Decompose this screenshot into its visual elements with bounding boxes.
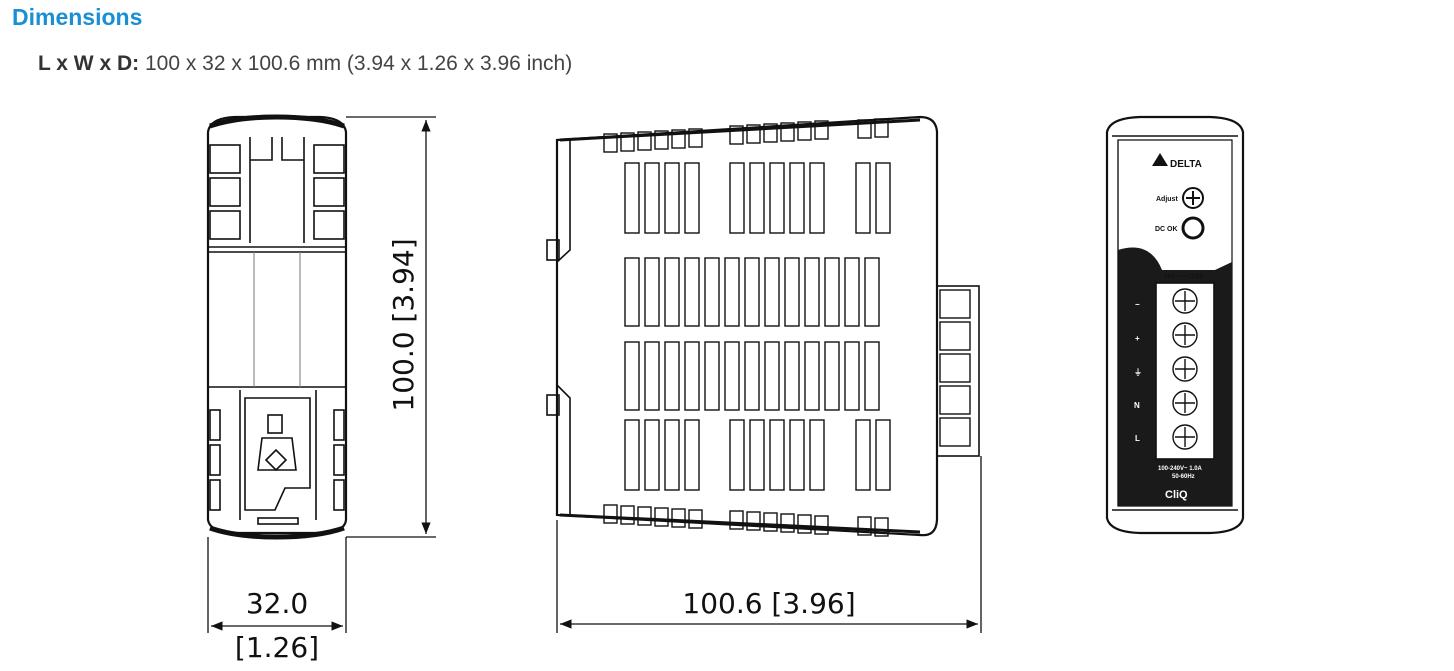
spec-value: 100 x 32 x 100.6 mm (3.94 x 1.26 x 3.96 … bbox=[144, 52, 573, 75]
vent-slots bbox=[624, 162, 891, 491]
output-rating: 12V ═══ 2.5A bbox=[1164, 274, 1204, 280]
dimension-spec: L x W x D: 100 x 32 x 100.6 mm (3.94 x 1… bbox=[38, 52, 572, 76]
dcok-label: DC OK bbox=[1155, 226, 1178, 233]
width-dimension-inch: [1.26] bbox=[235, 631, 319, 664]
adjust-label: Adjust bbox=[1156, 196, 1178, 203]
bottom-vent-row bbox=[603, 504, 889, 537]
width-dimension-mm: 32.0 bbox=[246, 587, 308, 620]
input-rating-line1: 100-240V~ 1.0A bbox=[1158, 466, 1203, 472]
depth-dimension-label: 100.6 [3.96] bbox=[682, 587, 855, 620]
height-dimension-label: 100.0 [3.94] bbox=[387, 238, 420, 411]
terminal-label-pos: + bbox=[1135, 334, 1140, 343]
terminal-label-l: L bbox=[1135, 434, 1140, 443]
terminal-label-n: N bbox=[1134, 401, 1140, 410]
spec-label: L x W x D: bbox=[38, 52, 140, 75]
section-heading: Dimensions bbox=[12, 4, 143, 30]
terminal-label-ground: ⏚ bbox=[1134, 368, 1142, 377]
side-view bbox=[206, 114, 348, 540]
input-rating-line2: 50-60Hz bbox=[1172, 474, 1195, 480]
depth-view bbox=[546, 115, 980, 537]
terminal-label-neg: − bbox=[1135, 300, 1140, 309]
front-view: DELTA Adjust DC OK 12V ═══ 2.5A − + ⏚ N … bbox=[1105, 115, 1245, 535]
series-logo: CliQ bbox=[1165, 489, 1188, 501]
dcok-led-icon bbox=[1181, 216, 1205, 240]
top-vent-row bbox=[603, 118, 889, 153]
dimension-lines bbox=[207, 116, 982, 633]
brand-label: DELTA bbox=[1170, 159, 1202, 170]
